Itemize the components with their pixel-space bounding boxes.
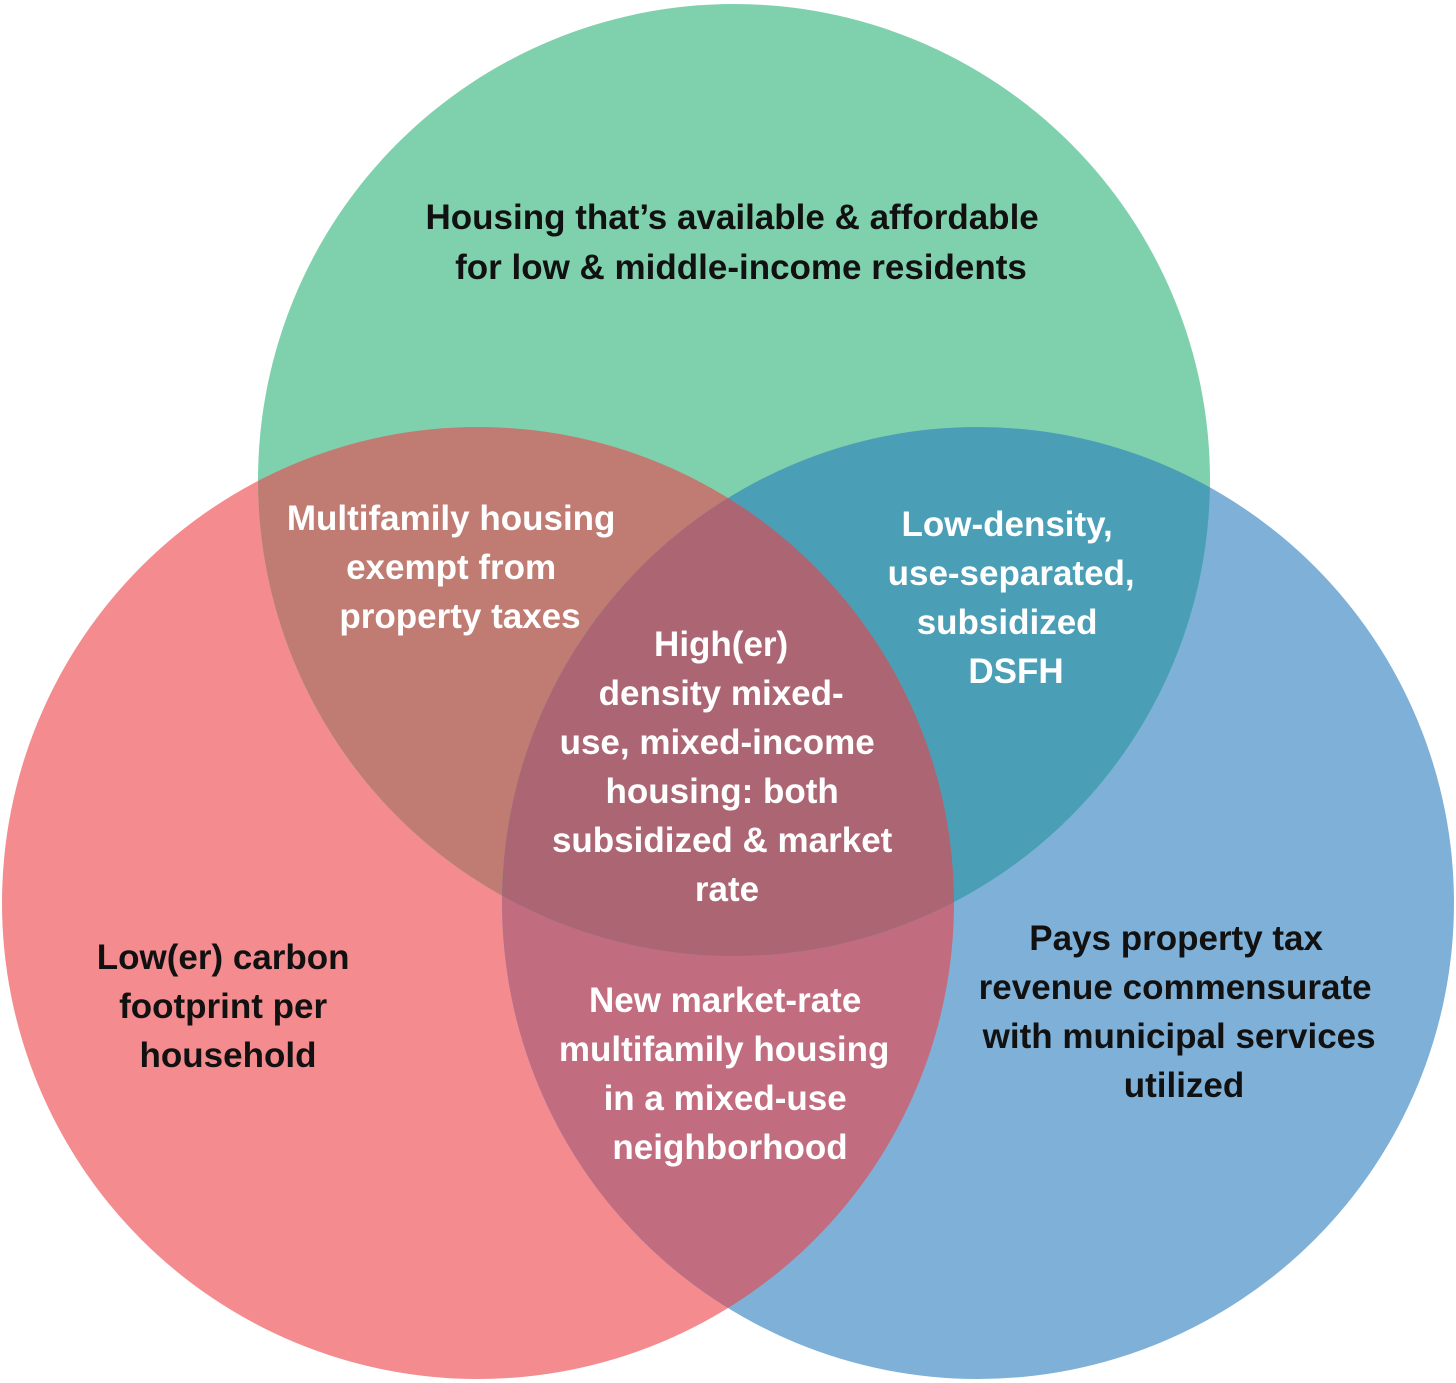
left-circle-label: Low(er) carbon footprint per household	[97, 938, 360, 1075]
right-circle-label: Pays property tax revenue commensurate w…	[979, 919, 1386, 1105]
top-left-overlap-label: Multifamily housing exempt from property…	[287, 499, 625, 636]
top-right-overlap-label: Low-density, use-separated, subsidized D…	[888, 505, 1145, 691]
left-right-overlap-label: New market-rate multifamily housing in a…	[559, 981, 899, 1167]
top-circle-label: Housing that’s available & affordable fo…	[425, 198, 1048, 287]
center-overlap-label: High(er) density mixed- use, mixed-incom…	[552, 625, 902, 909]
center-overlap	[502, 427, 954, 956]
